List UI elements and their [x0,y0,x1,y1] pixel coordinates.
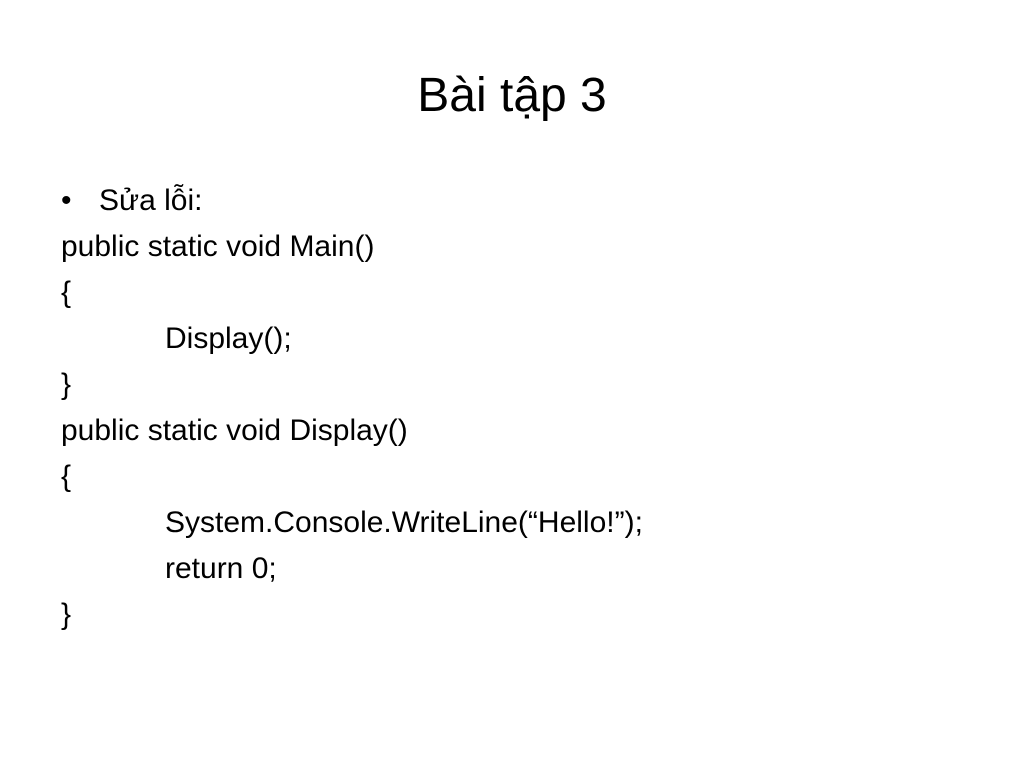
bullet-marker: • [61,184,72,217]
code-line: Display(); [165,322,292,355]
code-line: return 0; [165,552,277,585]
code-line: } [61,598,72,631]
code-line: } [61,368,72,401]
code-line: { [61,460,72,493]
code-block: public static void Main() { Display(); }… [61,224,991,638]
slide-body: • Sửa lỗi: public static void Main() { D… [61,178,991,638]
code-line: { [61,276,72,309]
code-line: System.Console.WriteLine(“Hello!”); [165,506,643,539]
bullet-text: Sửa lỗi: [99,184,203,217]
code-line: public static void Display() [61,414,408,447]
code-line: public static void Main() [61,230,375,263]
bullet-item: • Sửa lỗi: [61,178,991,224]
slide-title: Bài tập 3 [417,69,607,122]
